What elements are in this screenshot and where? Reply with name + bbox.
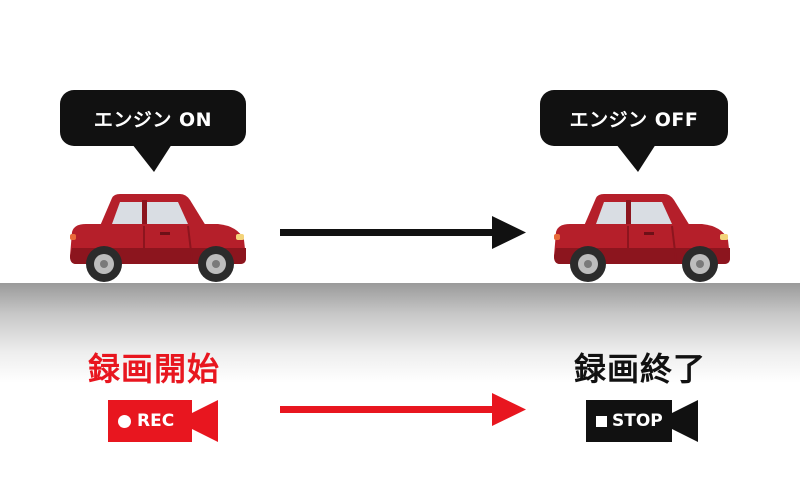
road-ground (0, 283, 800, 495)
stop-camera-icon: STOP (586, 400, 698, 444)
recording-end-heading: 録画終了 (573, 350, 706, 388)
stop-label: STOP (612, 411, 663, 431)
stop-square-icon (596, 415, 607, 427)
camera-lens-icon (670, 400, 698, 442)
bubble-tail-icon (132, 144, 172, 172)
bubble-tail-icon (616, 144, 656, 172)
arrow-right-icon (280, 216, 526, 249)
engine-on-label: エンジン ON (60, 90, 246, 146)
engine-off-bubble: エンジン OFF (540, 90, 728, 180)
car-icon (70, 194, 246, 282)
record-dot-icon (118, 414, 131, 428)
rec-camera-icon: REC (108, 400, 218, 444)
engine-on-bubble: エンジン ON (60, 90, 246, 180)
car-icon (554, 194, 730, 282)
camera-lens-icon (190, 400, 218, 442)
arrow-right-icon (280, 393, 526, 426)
rec-label: REC (137, 411, 175, 431)
recording-start-heading: 録画開始 (87, 350, 220, 388)
engine-off-label: エンジン OFF (540, 90, 728, 146)
